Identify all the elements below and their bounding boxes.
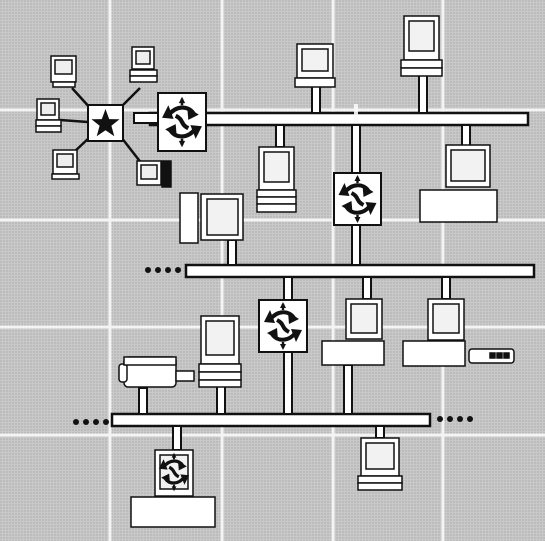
backbone-middle xyxy=(184,263,536,279)
signal-glow xyxy=(354,104,358,122)
continuation-dots-middle-left xyxy=(145,267,181,273)
desktop-computer-top-3 xyxy=(256,146,297,213)
laser-printer xyxy=(118,356,195,388)
continuation-dots-bottom-right xyxy=(437,416,473,422)
desktop-computer-top-2 xyxy=(400,15,443,77)
star-hub-icon xyxy=(87,104,124,142)
hub-workstation-2 xyxy=(129,46,158,83)
modem-device xyxy=(468,348,515,364)
desktop-computer-middle-1 xyxy=(198,315,242,388)
workstation-top-right xyxy=(419,144,498,223)
desktop-computer-top-1 xyxy=(294,43,336,88)
hub-workstation-1 xyxy=(50,55,77,88)
router-c xyxy=(258,299,308,353)
tower-workstation-left xyxy=(179,192,244,244)
workstation-middle-2 xyxy=(321,298,385,366)
workstation-middle-3 xyxy=(402,298,466,367)
hub-workstation-4 xyxy=(51,149,80,180)
backbone-bottom xyxy=(110,412,432,428)
router-a xyxy=(157,92,207,152)
workstation-bottom-left xyxy=(130,449,216,528)
hub-workstation-5 xyxy=(136,160,172,188)
continuation-dots-bottom-left xyxy=(73,419,109,425)
router-b xyxy=(333,172,382,226)
hub-workstation-3 xyxy=(35,98,62,133)
desktop-computer-bottom-right xyxy=(357,437,403,491)
